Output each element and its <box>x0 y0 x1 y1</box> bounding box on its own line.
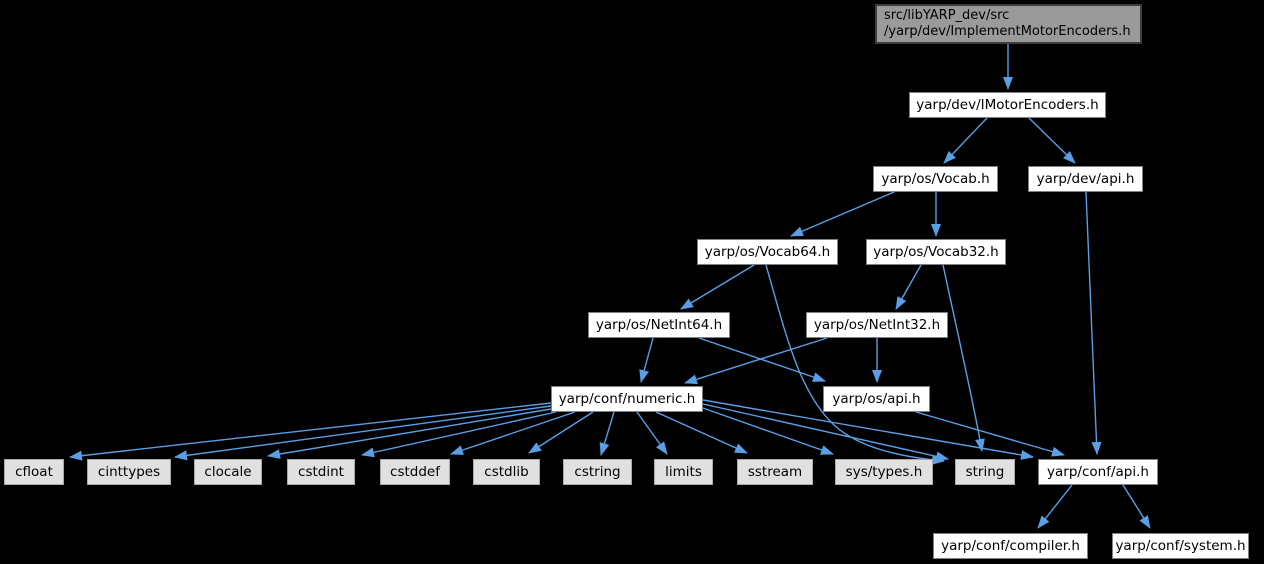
graph-node-label: yarp/dev/IMotorEncoders.h <box>916 97 1099 113</box>
edge-conf-api-to-conf-compiler <box>1037 484 1073 529</box>
graph-node-os-vocab64[interactable]: yarp/os/Vocab64.h <box>697 239 838 265</box>
graph-node-label: yarp/conf/system.h <box>1115 538 1246 554</box>
graph-node-os-netint32[interactable]: yarp/os/NetInt32.h <box>806 312 948 338</box>
graph-node-label: src/libYARP_dev/src <box>884 8 1010 23</box>
edge-os-vocab32-to-os-netint32 <box>895 264 922 310</box>
graph-node-label: cinttypes <box>97 464 161 480</box>
graph-node-label: cstdlib <box>484 464 529 480</box>
edge-conf-numeric-to-sys-types <box>702 407 834 455</box>
graph-node-sys-types: sys/types.h <box>835 459 933 485</box>
graph-node-os-netint64[interactable]: yarp/os/NetInt64.h <box>588 312 730 338</box>
graph-node-label: yarp/os/NetInt64.h <box>595 317 723 333</box>
edge-os-api-to-conf-api <box>915 411 1065 457</box>
graph-node-cinttypes: cinttypes <box>87 459 171 485</box>
edge-conf-numeric-to-cstddef <box>450 411 576 455</box>
graph-node-label: cstring <box>574 464 621 480</box>
graph-node-label: yarp/os/Vocab32.h <box>873 244 999 260</box>
graph-node-label: yarp/conf/numeric.h <box>558 391 696 407</box>
edge-os-netint64-to-conf-numeric <box>639 337 654 383</box>
graph-node-os-vocab[interactable]: yarp/os/Vocab.h <box>873 166 998 192</box>
edge-conf-numeric-to-limits <box>636 411 668 455</box>
graph-node-label: yarp/dev/api.h <box>1036 171 1135 187</box>
graph-node-limits: limits <box>654 459 713 485</box>
graph-node-label: sys/types.h <box>845 464 923 480</box>
edge-os-netint32-to-conf-numeric <box>684 337 828 385</box>
graph-node-label: cstddef <box>390 464 440 480</box>
graph-node-label: cfloat <box>15 464 53 480</box>
edge-conf-numeric-to-cstring <box>599 411 615 456</box>
graph-node-conf-numeric[interactable]: yarp/conf/numeric.h <box>551 386 703 412</box>
graph-node-label: yarp/os/NetInt32.h <box>813 317 941 333</box>
edge-conf-numeric-to-conf-api <box>702 399 1034 460</box>
graph-node-string: string <box>955 459 1015 485</box>
graph-node-clocale: clocale <box>194 459 262 485</box>
edge-conf-api-to-conf-system <box>1122 484 1151 529</box>
graph-node-cstring: cstring <box>563 459 632 485</box>
edge-dev-api-to-conf-api <box>1085 191 1102 455</box>
graph-node-imotorencoders[interactable]: yarp/dev/IMotorEncoders.h <box>909 92 1106 118</box>
graph-node-label: cstdint <box>298 464 344 480</box>
graph-node-conf-system[interactable]: yarp/conf/system.h <box>1112 533 1249 559</box>
edge-conf-numeric-to-cstdint <box>361 411 557 458</box>
edge-os-netint64-to-os-api <box>698 337 826 382</box>
graph-node-cstdint: cstdint <box>287 459 355 485</box>
graph-node-label: yarp/os/Vocab.h <box>881 171 990 187</box>
graph-node-label: string <box>965 464 1005 480</box>
graph-node-cstddef: cstddef <box>380 459 450 485</box>
graph-node-dev-api[interactable]: yarp/dev/api.h <box>1028 166 1143 192</box>
graph-node-label: yarp/os/Vocab64.h <box>704 244 831 260</box>
edge-conf-numeric-to-sstream <box>655 411 748 454</box>
graph-node-conf-compiler[interactable]: yarp/conf/compiler.h <box>933 533 1088 559</box>
graph-node-label: clocale <box>204 464 252 480</box>
edge-imotorencoders-to-dev-api <box>1028 117 1076 164</box>
graph-node-sstream: sstream <box>737 459 813 485</box>
graph-node-label: yarp/conf/api.h <box>1047 464 1149 480</box>
graph-node-label: yarp/conf/compiler.h <box>941 538 1080 554</box>
edge-os-vocab64-to-string <box>765 264 945 465</box>
edge-conf-numeric-to-cstdlib <box>528 411 594 454</box>
edge-conf-numeric-to-cinttypes <box>174 405 552 461</box>
edge-os-vocab32-to-string <box>942 264 985 452</box>
edge-os-vocab64-to-os-netint64 <box>680 264 755 310</box>
graph-node-cfloat: cfloat <box>4 459 64 485</box>
graph-node-label: sstream <box>747 464 803 480</box>
graph-node-conf-api[interactable]: yarp/conf/api.h <box>1038 459 1158 485</box>
edge-imotorencoders-to-os-vocab <box>943 117 988 164</box>
edge-conf-numeric-to-string <box>702 403 949 462</box>
graph-node-os-vocab32[interactable]: yarp/os/Vocab32.h <box>866 239 1006 265</box>
graph-node-implementmotorencoders: src/libYARP_dev/src/yarp/dev/ImplementMo… <box>875 4 1142 44</box>
graph-node-label: yarp/os/api.h <box>832 391 921 407</box>
edge-conf-numeric-to-cfloat <box>69 402 552 461</box>
graph-node-cstdlib: cstdlib <box>473 459 540 485</box>
graph-node-label: /yarp/dev/ImplementMotorEncoders.h <box>884 24 1131 39</box>
edge-os-vocab-to-os-vocab64 <box>790 191 895 237</box>
graph-node-label: limits <box>665 464 702 480</box>
graph-node-os-api[interactable]: yarp/os/api.h <box>823 386 930 412</box>
edge-conf-numeric-to-clocale <box>267 408 552 459</box>
